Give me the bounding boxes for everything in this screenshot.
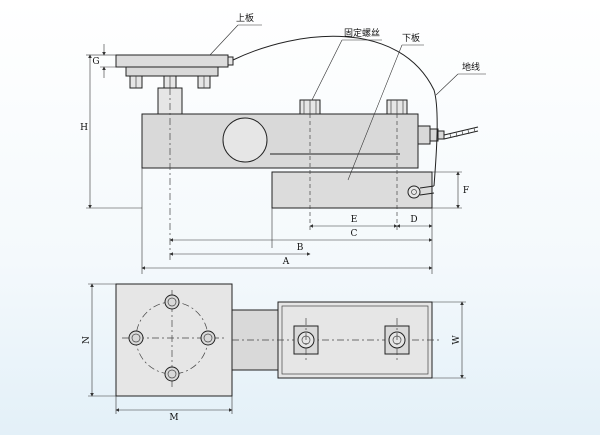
dim-g-label: G [92, 57, 99, 67]
top-view: N W M [82, 283, 466, 423]
label-fixing-bolt: 固定螺丝 [344, 27, 380, 39]
fixing-bolts [299, 99, 408, 115]
label-ground-wire: 地线 [462, 61, 480, 73]
dim-a-label: A [282, 257, 290, 267]
center-hole [222, 117, 268, 163]
side-view: G H F E D C B A 上板 [80, 12, 486, 274]
top-bolts [129, 75, 211, 89]
dim-w-label: W [452, 335, 462, 345]
dim-m-label: M [169, 413, 178, 423]
dim-h-label: H [80, 123, 88, 133]
ground-lug [407, 185, 421, 199]
ground-connector [417, 125, 479, 145]
dim-n-label: N [82, 336, 92, 344]
top-view-body [231, 309, 279, 371]
top-flange [125, 66, 219, 77]
bottom-plate [271, 171, 433, 209]
dim-c-label: C [351, 229, 358, 239]
dim-b-label: B [297, 243, 304, 253]
label-top-plate: 上板 [236, 12, 254, 24]
top-plate [115, 54, 229, 68]
ground-wire [232, 35, 438, 187]
load-cell-body [141, 113, 419, 169]
dim-f-label: F [463, 186, 469, 196]
dim-d-label: D [410, 215, 417, 225]
top-view-bolt-holes [128, 294, 216, 382]
top-plate-tab [227, 56, 234, 66]
label-bottom-plate: 下板 [402, 32, 420, 44]
dim-e-label: E [351, 215, 358, 225]
